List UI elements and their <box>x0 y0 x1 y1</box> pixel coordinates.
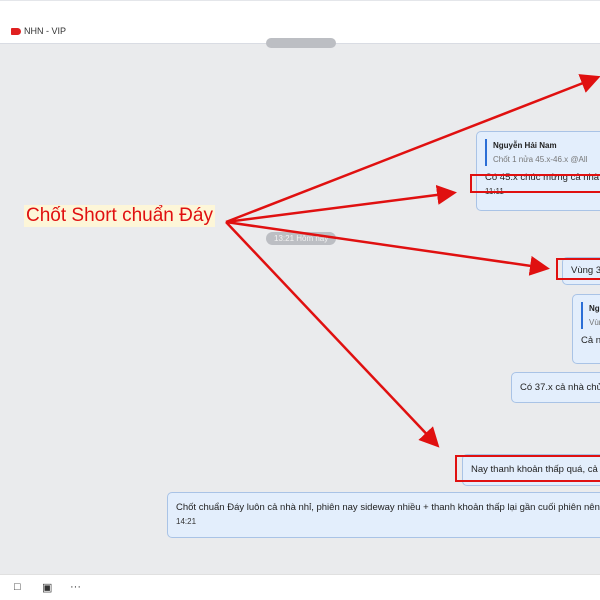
message-bubble[interactable]: Có 37.x cả nhà chủ <box>511 372 600 403</box>
quoted-message[interactable]: Ngu Vùn <box>581 302 600 329</box>
highlight-box <box>556 258 600 280</box>
message-list[interactable]: 13:21 Hôm nay Nguyễn Hải Nam Chốt 1 nửa … <box>0 38 600 574</box>
message-text: Chốt chuẩn Đáy luôn cả nhà nhỉ, phiên na… <box>176 502 600 513</box>
message-text: Vùng 3 <box>571 265 600 276</box>
highlight-box <box>455 455 600 482</box>
chat-header: NHN - VIP <box>0 0 600 44</box>
quote-text: Chốt 1 nửa 45.x-46.x @All <box>493 155 588 164</box>
annotation-label: Chốt Short chuẩn Đáy <box>24 205 215 227</box>
arrow <box>225 74 600 224</box>
quote-text: Vùn <box>589 318 600 327</box>
arrow <box>225 220 550 276</box>
arrow <box>225 184 457 224</box>
message-text: Nay thanh khoản thấp quá, cả n <box>471 464 600 475</box>
highlight-box <box>470 174 600 193</box>
arrow <box>225 221 440 448</box>
message-bubble[interactable]: Chốt chuẩn Đáy luôn cả nhà nhỉ, phiên na… <box>167 492 600 538</box>
quote-author: Ngu <box>589 304 600 313</box>
tag-icon <box>11 28 21 35</box>
message-bubble[interactable]: Nguyễn Hải Nam Chốt 1 nửa 45.x-46.x @All… <box>476 131 600 211</box>
message-bubble[interactable]: Ngu Vùn Cả nh <box>572 294 600 364</box>
quote-author: Nguyễn Hải Nam <box>493 141 557 150</box>
quoted-message[interactable]: Nguyễn Hải Nam Chốt 1 nửa 45.x-46.x @All <box>485 139 597 166</box>
bottom-toolbar: □ ▣ ··· <box>0 574 600 600</box>
more-icon[interactable]: ··· <box>70 581 81 593</box>
screenshot-card-icon[interactable]: ▣ <box>42 582 53 594</box>
message-text: Có 45.x chúc mừng cả nhà, a <box>485 172 600 183</box>
message-time: 14:21 <box>176 517 197 526</box>
message-text: Cả nh <box>581 335 600 346</box>
message-bubble[interactable]: Vùng 3 <box>562 257 600 285</box>
group-name[interactable]: NHN - VIP <box>24 26 67 36</box>
quick-message-icon[interactable]: □ <box>14 581 21 593</box>
message-text: Có 37.x cả nhà chủ <box>520 382 600 393</box>
date-pill-top <box>266 38 336 48</box>
